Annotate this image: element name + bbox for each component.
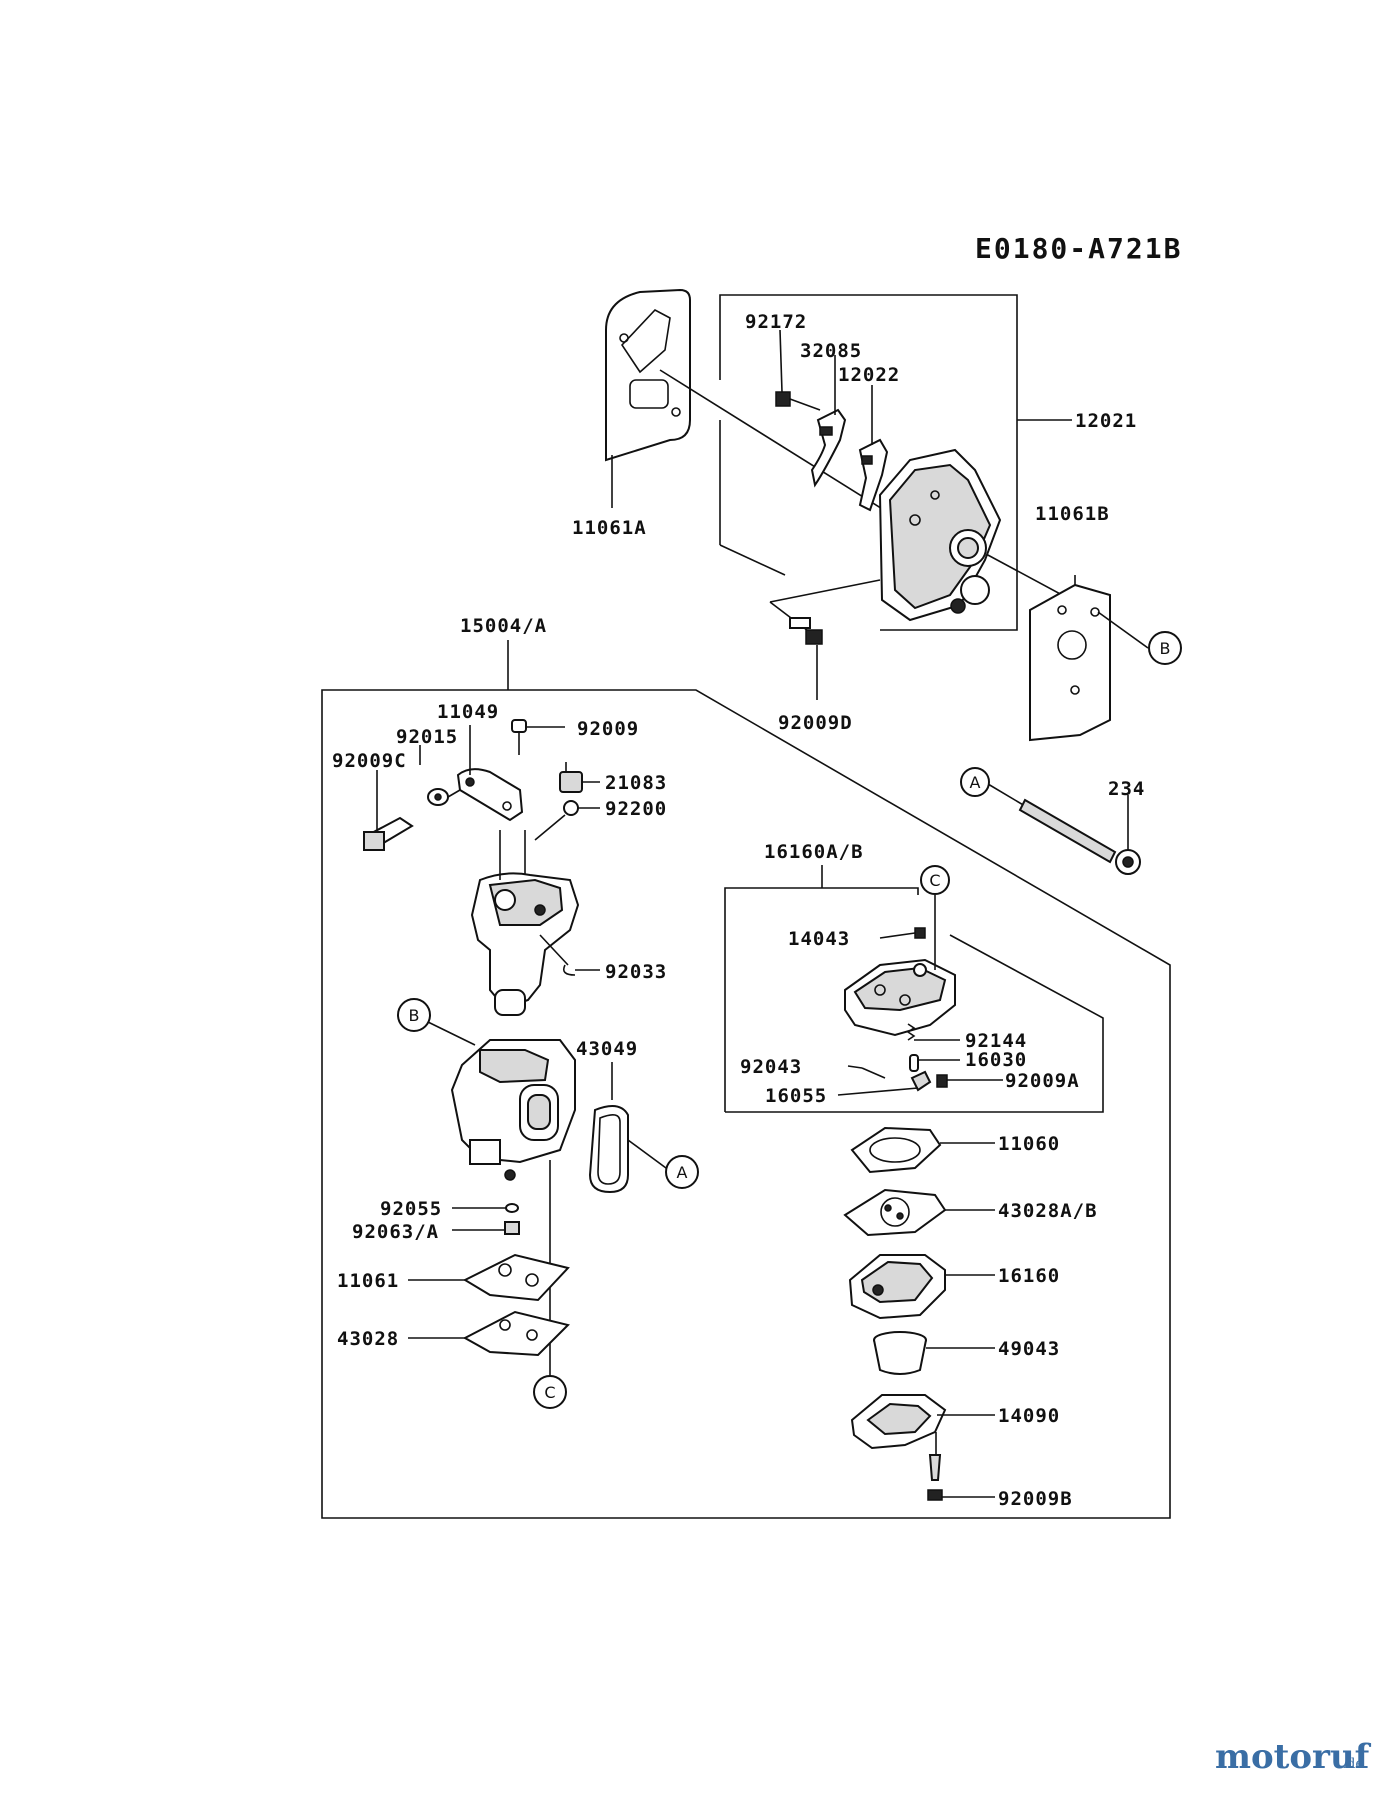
small-parts-92055-92063 [452,1203,520,1235]
watermark-logo: motoruf .de [1215,1737,1372,1777]
label-11060: 11060 [998,1133,1060,1155]
label-234: 234 [1108,778,1145,800]
svg-text:B: B [1160,639,1171,658]
label-92043: 92043 [740,1056,802,1078]
label-92033: 92033 [605,961,667,983]
label-92172: 92172 [745,311,807,333]
cover-14090 [850,1394,995,1450]
diaphragm-43028ab [843,1188,995,1237]
label-92009c: 92009C [332,750,407,772]
bolt-92009d [769,579,881,700]
gasket-11061b [1029,575,1149,742]
svg-text:.de: .de [1342,1756,1364,1772]
label-14043: 14043 [788,928,850,950]
label-43028: 43028 [337,1328,399,1350]
label-11061b: 11061B [1035,503,1110,525]
label-92009d: 92009D [778,712,853,734]
label-12021: 12021 [1075,410,1137,432]
gasket-11061 [408,1253,570,1302]
gasket-11061a [605,288,691,508]
label-92009a: 92009A [1005,1070,1080,1092]
label-16030: 16030 [965,1049,1027,1071]
label-92055: 92055 [380,1198,442,1220]
label-32085: 32085 [800,340,862,362]
label-92009b: 92009B [998,1488,1073,1510]
svg-text:C: C [544,1383,555,1402]
callout-b-carb: B [397,998,431,1032]
group-frame-15004 [321,689,1171,1519]
pump-cover-16160ab [837,895,1003,1096]
group-bracket-12021 [719,294,1018,631]
callout-b-top: B [1148,631,1182,665]
label-15004a: 15004/A [460,615,547,637]
svg-text:A: A [677,1163,688,1182]
label-14090: 14090 [998,1405,1060,1427]
svg-text:C: C [929,871,940,890]
diagram-code: E0180-A721B [975,232,1182,265]
svg-text:B: B [409,1006,420,1025]
label-43028ab: 43028A/B [998,1200,1098,1222]
carburetor-top-body [470,830,600,1016]
label-92200: 92200 [605,798,667,820]
label-11061a: 11061A [572,517,647,539]
label-16055: 16055 [765,1085,827,1107]
filter-cup-49043 [873,1331,995,1375]
label-92009: 92009 [577,718,639,740]
label-92015: 92015 [396,726,458,748]
label-11049: 11049 [437,701,499,723]
label-92144: 92144 [965,1030,1027,1052]
choke-assembly [363,719,600,851]
screw-92009b [927,1432,995,1501]
group-bracket-16160ab [724,887,919,1112]
carburetor-main-body [427,1021,667,1388]
label-16160ab: 16160A/B [764,841,864,863]
insulator-assembly [605,288,1149,742]
plate-12022 [858,385,889,512]
bolt-234 [987,783,1141,875]
label-11061: 11061 [337,1270,399,1292]
diaphragm-43028 [408,1310,570,1357]
label-92063a: 92063/A [352,1221,439,1243]
pump-body-16160 [848,1254,995,1320]
label-49043: 49043 [998,1338,1060,1360]
gasket-11060 [850,1126,995,1174]
label-12022: 12022 [838,364,900,386]
part-labels: 92172 32085 12022 12021 11061A 11061B 92… [332,311,1145,1510]
callout-c-pump: C [920,865,950,895]
callout-a-carb: A [665,1155,699,1189]
svg-text:motoruf: motoruf [1215,1737,1372,1777]
insulator-12021 [878,448,1002,622]
label-21083: 21083 [605,772,667,794]
bolt-92172 [775,329,821,411]
plate-32085 [810,355,847,488]
callout-c-carb: C [533,1375,567,1409]
label-43049: 43049 [576,1038,638,1060]
svg-text:A: A [970,773,981,792]
label-16160: 16160 [998,1265,1060,1287]
callout-a-234: A [960,767,990,797]
